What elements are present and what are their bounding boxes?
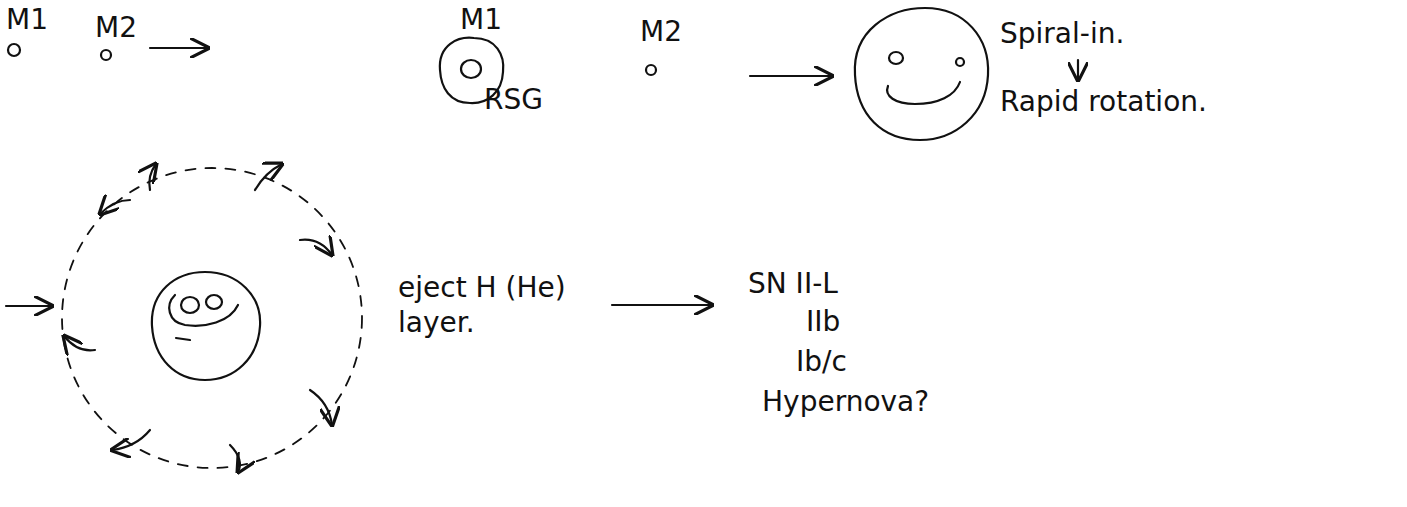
note-label: M1 — [460, 2, 502, 37]
merged-star — [152, 272, 260, 380]
common-envelope — [855, 8, 988, 140]
swirl — [169, 295, 238, 326]
arrow — [64, 336, 95, 350]
star — [8, 44, 20, 56]
note-label: M2 — [640, 14, 682, 49]
note-label: SN II-L — [748, 266, 838, 301]
arrow — [149, 164, 156, 190]
arrow — [255, 164, 282, 190]
note-label: Ib/c — [796, 344, 847, 379]
arrow — [6, 305, 52, 307]
star — [646, 65, 656, 75]
arrow — [750, 75, 832, 77]
star — [101, 50, 111, 60]
note-label: Hypernova? — [762, 384, 929, 419]
note-label: Spiral-in. — [1000, 16, 1124, 51]
companion — [956, 58, 964, 66]
swirl — [176, 338, 190, 340]
spiral-path — [887, 82, 960, 104]
core — [181, 297, 199, 313]
rsg-core — [461, 60, 481, 78]
note-label: RSG — [484, 82, 543, 117]
note-label: IIb — [806, 304, 840, 339]
note-label: Rapid rotation. — [1000, 84, 1207, 119]
arrow — [100, 200, 130, 214]
arrow — [112, 430, 150, 450]
arrow — [230, 445, 240, 472]
note-label: M2 — [95, 10, 137, 45]
arrow — [1077, 60, 1079, 80]
arrow — [310, 390, 332, 425]
arrow — [150, 47, 208, 49]
ejected-shell — [62, 168, 362, 468]
note-label: eject H (He) layer. — [398, 270, 598, 340]
core — [206, 295, 222, 309]
arrow — [612, 304, 712, 306]
arrow — [300, 240, 332, 255]
core — [889, 52, 903, 64]
note-label: M1 — [6, 2, 48, 37]
